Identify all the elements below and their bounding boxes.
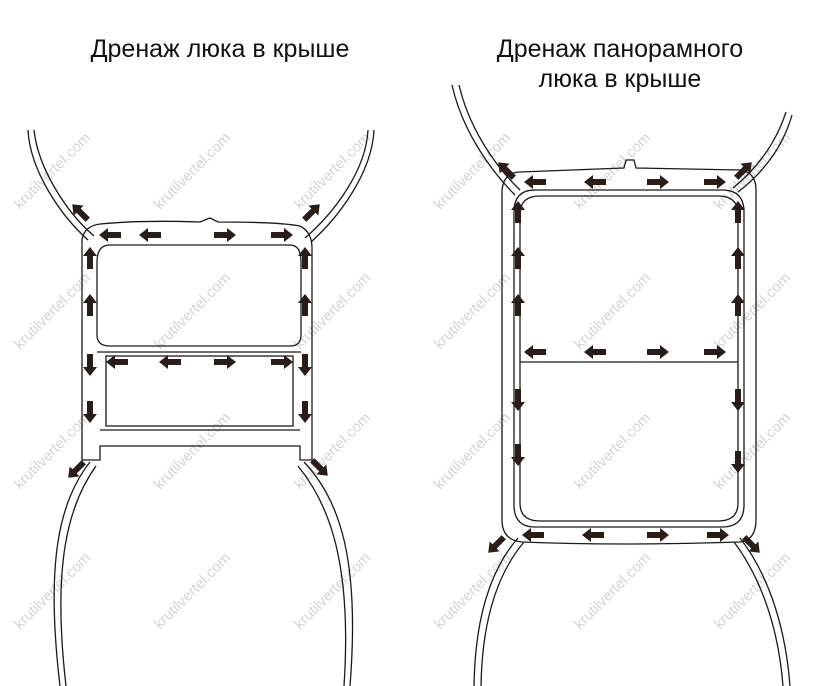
flow-arrow-icon <box>582 528 604 542</box>
drain-hose-top-right <box>304 129 375 243</box>
drain-hose-top-right <box>732 111 793 193</box>
flow-arrow-icon <box>734 162 752 180</box>
flow-arrow-icon <box>731 294 745 316</box>
flow-arrow-icon <box>83 354 97 376</box>
flow-arrow-icon <box>302 204 320 222</box>
flow-arrow-icon <box>524 175 546 189</box>
flow-arrow-icon <box>271 228 293 242</box>
flow-arrow-icon <box>731 247 745 269</box>
title-line-1: Дренаж панорамного <box>496 35 744 63</box>
frame-opening <box>513 189 745 528</box>
flow-arrow-icon <box>647 528 669 542</box>
flow-arrow-icon <box>511 444 525 466</box>
flow-arrow-icon <box>511 294 525 316</box>
flow-arrow-icon <box>584 175 606 189</box>
flow-arrow-icon <box>647 175 669 189</box>
flow-arrow-icon <box>139 228 161 242</box>
flow-arrow-icon <box>72 204 90 222</box>
flow-arrow-icon <box>298 247 312 269</box>
flow-arrow-icon <box>742 535 760 553</box>
drain-hose-bottom-left <box>473 537 525 686</box>
flow-arrow-icon <box>214 228 236 242</box>
flow-arrow-icon <box>511 389 525 411</box>
flow-arrow-icon <box>298 354 312 376</box>
flow-arrow-icon <box>68 460 86 478</box>
flow-arrow-icon <box>83 401 97 423</box>
flow-arrow-icon <box>524 345 546 359</box>
flow-arrow-icon <box>704 175 726 189</box>
flow-arrow-icon <box>498 162 516 180</box>
flow-arrow-icon <box>522 528 544 542</box>
flow-arrow-icon <box>488 535 506 553</box>
flow-arrow-icon <box>214 355 236 369</box>
flow-arrow-icon <box>298 401 312 423</box>
flow-arrow-icon <box>83 247 97 269</box>
flow-arrow-icon <box>704 345 726 359</box>
drain-hose-bottom-right <box>297 461 354 686</box>
title-panoramic-drain: Дренаж панорамного люка в крыше <box>470 34 770 94</box>
flow-arrow-icon <box>83 294 97 316</box>
drain-hose-top-left <box>27 129 95 241</box>
flow-arrow-icon <box>584 345 606 359</box>
flow-arrow-icon <box>731 451 745 473</box>
flow-arrow-icon <box>271 355 293 369</box>
drain-hose-bottom-right <box>733 537 791 686</box>
flow-arrow-icon <box>106 355 128 369</box>
flow-arrow-icon <box>707 528 729 542</box>
sunroof-diagram <box>27 129 375 686</box>
title-line-2: люка в крыше <box>538 65 702 93</box>
frame-outer <box>81 217 313 461</box>
frame-opening <box>96 244 302 347</box>
flow-arrow-icon <box>99 228 121 242</box>
glass-panel <box>105 355 294 427</box>
flow-arrow-icon <box>731 389 745 411</box>
flow-arrow-icon <box>298 294 312 316</box>
frame-outer <box>501 159 757 545</box>
flow-arrow-icon <box>310 458 328 476</box>
drain-hose-top-left <box>451 84 521 196</box>
title-sunroof-drain: Дренаж люка в крыше <box>90 35 350 63</box>
drain-hose-bottom-left <box>53 461 97 686</box>
flow-arrow-icon <box>511 247 525 269</box>
flow-arrow-icon <box>731 201 745 223</box>
flow-arrow-icon <box>647 345 669 359</box>
flow-arrow-icon <box>511 201 525 223</box>
flow-arrow-icon <box>159 355 181 369</box>
